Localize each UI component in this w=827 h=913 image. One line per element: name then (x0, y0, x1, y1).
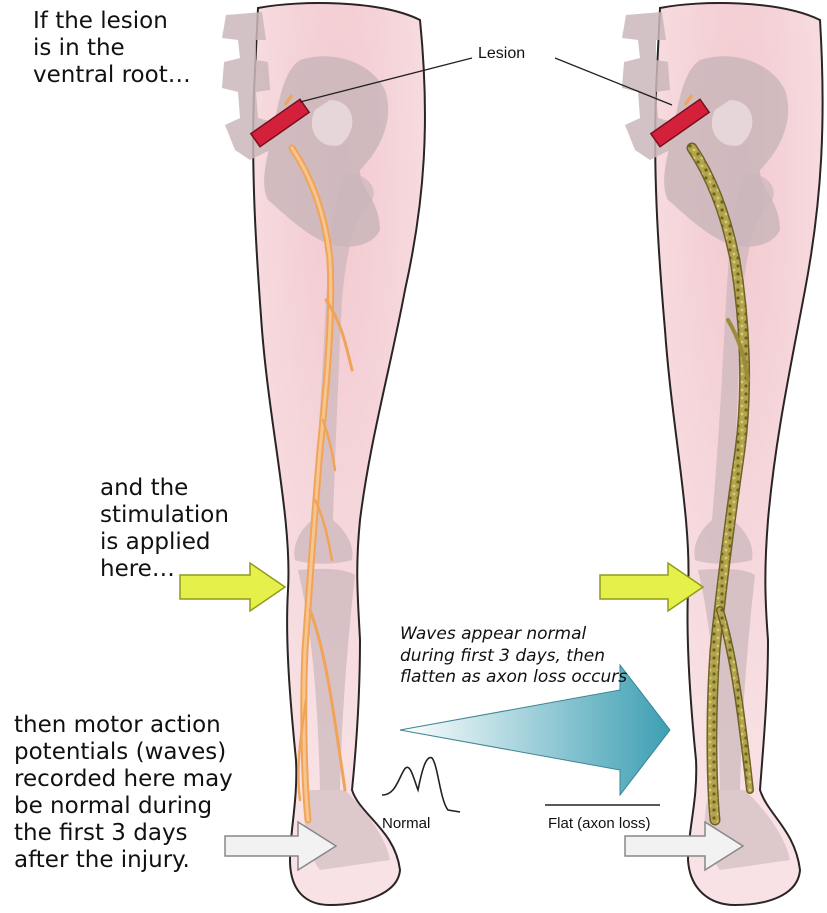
waves-explanation-text: Waves appear normal during first 3 days,… (400, 624, 730, 689)
lesion-label: Lesion (478, 45, 558, 64)
lesion-explanation-text: If the lesion is in the ventral root… (33, 8, 253, 89)
normal-waveform (382, 758, 460, 812)
normal-wave-label: Normal (382, 815, 462, 833)
right-leg (622, 3, 823, 905)
stimulation-text: and the stimulation is applied here… (100, 475, 300, 583)
flat-wave-label: Flat (axon loss) (548, 815, 678, 833)
recording-explanation-text: then motor action potentials (waves) rec… (14, 712, 284, 873)
